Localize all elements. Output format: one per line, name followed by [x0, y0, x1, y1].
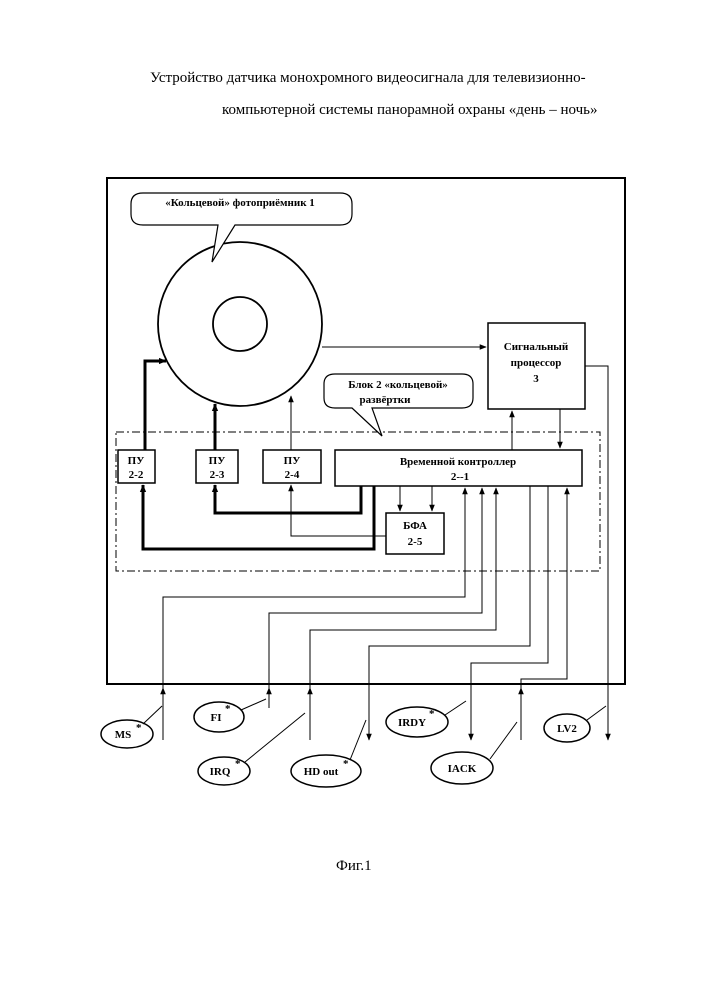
callout-ring-receiver-label: «Кольцевой» фотоприёмник 1 [165, 197, 315, 209]
signal-lv2-bubble: LV2 [544, 706, 606, 742]
wire-controller-to-pu23 [215, 485, 361, 513]
diagram-label: Сигнальный [504, 341, 569, 353]
wire-pu22-to-receiver [145, 361, 166, 450]
signal-iack-bubble: IACK [431, 722, 517, 784]
diagram-label: IRDY [398, 717, 426, 729]
diagram-label: FI [211, 712, 222, 724]
diagram-label: Временной контроллер [400, 456, 516, 468]
diagram-label: HD out [304, 766, 339, 778]
diagram-label: * [225, 703, 231, 715]
diagram-label: MS [115, 729, 132, 741]
diagram-label: ПУ [209, 455, 226, 467]
diagram-label: процессор [511, 357, 562, 369]
diagram-label: 2-5 [408, 536, 423, 548]
pu-2-2-block: ПУ 2-2 [118, 450, 155, 483]
diagram-label: БФА [403, 520, 427, 532]
signal-processor-block: Сигнальный процессор 3 [488, 323, 585, 409]
callout-scan-block: Блок 2 «кольцевой» развёртки [324, 374, 473, 436]
diagram-label: 3 [533, 373, 539, 385]
diagram-label: * [136, 722, 142, 734]
diagram-label: * [235, 758, 241, 770]
signal-hd-out-bubble: HD out * [291, 720, 366, 787]
diagram-label: LV2 [557, 723, 577, 735]
bfa-block: БФА 2-5 [386, 513, 444, 554]
timing-controller-block: Временной контроллер 2--1 [335, 450, 582, 486]
diagram-label: ПУ [284, 455, 301, 467]
pu-2-3-block: ПУ 2-3 [196, 450, 238, 483]
callout-scan-block-line2: развёртки [360, 394, 412, 406]
signal-fi-bubble: FI * [194, 699, 266, 732]
diagram-label: 2-4 [285, 469, 300, 481]
ring-photoreceiver [158, 242, 322, 406]
diagram-label: IRQ [210, 766, 231, 778]
signal-ms-bubble: MS * [101, 706, 162, 748]
wire-bfa-to-pu24 [291, 485, 386, 536]
wire-controller-to-pu22 [143, 485, 374, 549]
diagram-label: ПУ [128, 455, 145, 467]
diagram-label: * [429, 708, 435, 720]
device-frame [107, 178, 625, 684]
signal-irdy-bubble: IRDY * [386, 701, 466, 737]
callout-scan-block-line1: Блок 2 «кольцевой» [348, 379, 448, 391]
diagram-label: 2-2 [129, 469, 144, 481]
diagram-label: * [343, 758, 349, 770]
diagram-label: 2-3 [210, 469, 225, 481]
wire-iack [521, 488, 567, 740]
wire-irdy [471, 486, 548, 740]
figure-caption: Фиг.1 [336, 858, 372, 875]
diagram-label: IACK [448, 763, 477, 775]
pu-2-4-block: ПУ 2-4 [263, 450, 321, 483]
diagram-label: 2--1 [451, 471, 469, 483]
